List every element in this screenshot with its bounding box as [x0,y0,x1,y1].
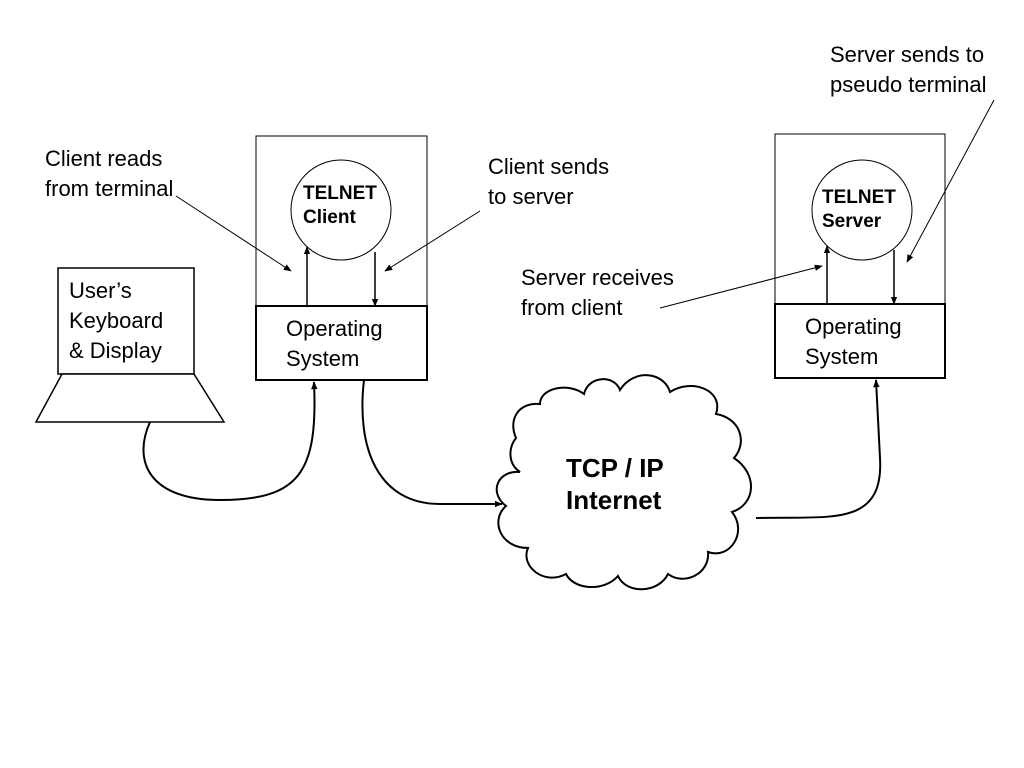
laptop-to-client-os-link [142,381,318,502]
client-os-line-2: System [286,346,360,371]
server-receives-line-2: from client [521,295,623,320]
client-reads-pointer [175,195,292,272]
users-device-line-1: User’s [69,278,132,303]
client-sends-line-2: to server [488,184,574,209]
server-os-box [774,303,946,379]
client-os-to-internet-link [361,379,503,508]
internet-line-2: Internet [566,485,662,515]
laptop-base [34,373,226,423]
telnet-server-line-2: Server [822,211,882,232]
client-reads-line-1: Client reads [45,146,163,171]
server-receives-line-1: Server receives [521,265,674,290]
internet-cloud [495,374,752,591]
internet-to-server-os-link [755,379,882,519]
server-sends-line-1: Server sends to [830,42,985,67]
telnet-client-label: TELNET Client [303,182,377,230]
client-sends-label: Client sends to server [488,152,609,212]
server-receives-label: Server receives from client [521,263,674,323]
server-sends-label: Server sends to pseudo terminal [830,40,987,100]
server-os-line-1: Operating [805,314,902,339]
laptop-screen [57,267,195,375]
client-reads-line-2: from terminal [45,176,174,201]
internet-label: TCP / IP Internet [566,452,664,516]
users-device-line-3: & Display [69,338,162,363]
telnet-client-line-2: Client [303,207,356,228]
telnet-server-label: TELNET Server [822,186,896,234]
server-sends-line-2: pseudo terminal [830,72,987,97]
client-sends-pointer [384,210,481,272]
server-os-label: Operating System [805,312,902,372]
client-reads-label: Client reads from terminal [45,144,173,204]
users-device-line-2: Keyboard [69,308,164,333]
telnet-client-line-1: TELNET [303,183,377,204]
client-os-label: Operating System [286,314,383,374]
client-os-box [255,305,428,381]
telnet-server-line-1: TELNET [822,187,896,208]
client-os-line-1: Operating [286,316,383,341]
telnet-client-circle [290,159,392,261]
server-os-line-2: System [805,344,879,369]
internet-line-1: TCP / IP [566,453,664,483]
telnet-server-circle [811,159,913,261]
client-sends-line-1: Client sends [488,154,610,179]
users-device-label: User’s Keyboard & Display [69,276,163,366]
server-sends-pointer [906,99,995,263]
server-receives-pointer [659,264,823,309]
